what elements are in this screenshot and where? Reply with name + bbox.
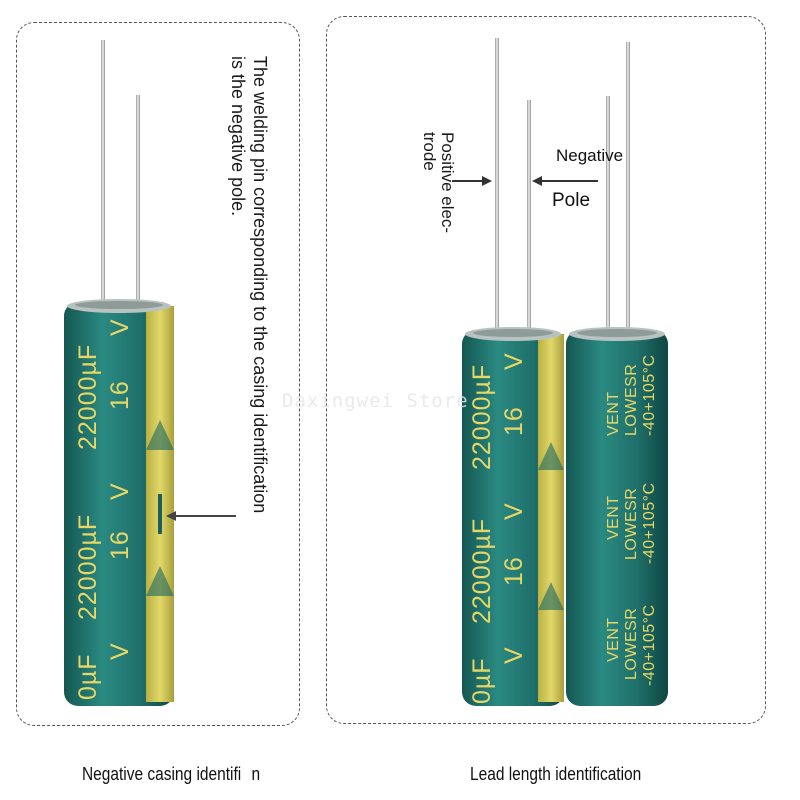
watermark: Daxingwei Store (282, 390, 469, 412)
negative-label-line-1: Negative (556, 146, 624, 165)
cap-b-esr-2: LOWESR (623, 488, 640, 560)
cap-left-voltage-1: 16 (106, 380, 134, 410)
capacitor-right-b: VENT LOWESR -40+105°C VENT LOWESR -40+10… (566, 327, 668, 706)
caption-left-overflow: n (251, 764, 261, 784)
cap-a-capacitance-2: 22000µF (468, 518, 496, 624)
cap-a-capacitance-1: 22000µF (468, 364, 496, 470)
positive-label-line-2: trode (420, 132, 439, 171)
cap-left-capacitance-2: 22000µF (74, 514, 102, 620)
casing-arrow (166, 511, 236, 521)
welding-note-line-2: is the negative pole. (228, 56, 248, 217)
negative-label-line-2: Pole (552, 190, 591, 211)
caption-left: Negative casing identifi n (82, 764, 260, 785)
cap-left-capacitance-1: 22000µF (74, 344, 102, 450)
cap-b-vent-1: VENT (605, 391, 622, 436)
negative-arrow (532, 176, 598, 186)
caption-right: Lead length identification (470, 764, 642, 784)
cap-b-vent-2: VENT (605, 495, 622, 540)
lead-short (136, 95, 140, 308)
cap-b-vent-3: VENT (605, 617, 622, 662)
cap-a-voltage-1: 16 (500, 406, 528, 436)
cap-b-esr-3: LOWESR (623, 608, 640, 680)
cap-a-unit-2: V (500, 646, 528, 664)
lead-b-long (626, 42, 630, 338)
lead-positive (495, 38, 499, 338)
cap-a-voltage-2: 16 (500, 556, 528, 586)
capacitor-right-a: 0µF V 22000µF 16 V 22000µF 16 V (462, 327, 564, 706)
cap-a-unit-0: V (500, 352, 528, 370)
lead-long (101, 40, 105, 308)
capacitor-left: 0µF V 22000µF 16 V 22000µF 16 V (64, 299, 174, 706)
left-panel (16, 22, 300, 726)
welding-note-line-1: The welding pin corresponding to the cas… (250, 56, 270, 514)
cap-left-unit-0: V (106, 318, 134, 336)
cap-left-unit-2: V (106, 642, 134, 660)
cap-a-unit-1: V (500, 502, 528, 520)
cap-b-temp-2: -40+105°C (641, 482, 658, 564)
lead-b-short (606, 96, 610, 338)
right-panel (326, 16, 766, 724)
cap-b-temp-1: -40+105°C (641, 354, 658, 436)
cap-left-unit-1: V (106, 482, 134, 500)
cap-a-partial: 0µF (468, 657, 496, 704)
caption-left-text: Negative casing identifi (82, 764, 242, 784)
lead-negative (527, 100, 531, 338)
positive-arrow (452, 176, 492, 186)
cap-b-esr-1: LOWESR (623, 364, 640, 436)
cap-b-temp-3: -40+105°C (641, 604, 658, 686)
cap-left-voltage-2: 16 (106, 530, 134, 560)
cap-left-partial: 0µF (74, 653, 102, 700)
